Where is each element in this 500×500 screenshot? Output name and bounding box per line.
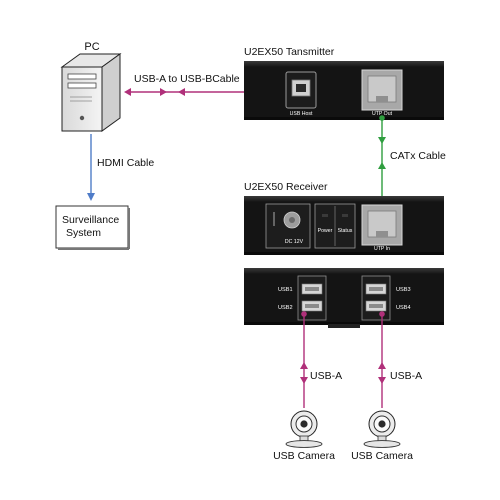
usb4-label: USB4	[396, 305, 411, 311]
usb-host-port-label: USB Host	[290, 111, 313, 117]
surveillance-system-box	[55, 205, 130, 250]
pc-tower-icon	[60, 53, 122, 132]
usb2-label: USB2	[278, 305, 293, 311]
usb-hub-device	[244, 268, 444, 328]
usb-host-port	[285, 71, 317, 109]
catx-cable-label: CATx Cable	[390, 150, 446, 162]
receiver-title: U2EX50 Receiver	[244, 181, 328, 193]
webcam-icon	[285, 410, 323, 448]
transmitter-device	[244, 61, 444, 120]
status-led-label: Status	[338, 228, 353, 234]
utp-in-port	[361, 204, 403, 246]
usb-b-cable-label: USB-A to USB-BCable	[134, 73, 240, 85]
status-leds	[314, 203, 356, 249]
transmitter-title: U2EX50 Tansmitter	[244, 46, 335, 58]
usb-a-link-right	[378, 311, 386, 408]
surveillance-label-line1: Surveillance	[62, 214, 119, 226]
camera-label-right: USB Camera	[351, 450, 413, 462]
utp-in-port-label: UTP In	[374, 246, 390, 252]
usb3-label: USB3	[396, 287, 411, 293]
utp-out-port	[361, 69, 403, 111]
camera-label-left: USB Camera	[273, 450, 335, 462]
hdmi-cable-label: HDMI Cable	[97, 157, 154, 169]
dc-jack-label: DC 12V	[285, 239, 304, 245]
webcam-icon	[363, 410, 401, 448]
surveillance-label-line2: System	[66, 227, 101, 239]
usb-a-label-right: USB-A	[390, 370, 422, 382]
usb-a-label-left: USB-A	[310, 370, 342, 382]
dc-power-jack	[265, 203, 311, 249]
usb1-label: USB1	[278, 287, 293, 293]
usb-port-group-right	[361, 275, 391, 321]
usb-a-link-left	[300, 311, 308, 408]
utp-out-port-label: UTP Out	[372, 111, 393, 117]
hdmi-cable-link	[87, 134, 95, 201]
pc-label: PC	[84, 41, 99, 53]
power-led-label: Power	[318, 228, 333, 234]
